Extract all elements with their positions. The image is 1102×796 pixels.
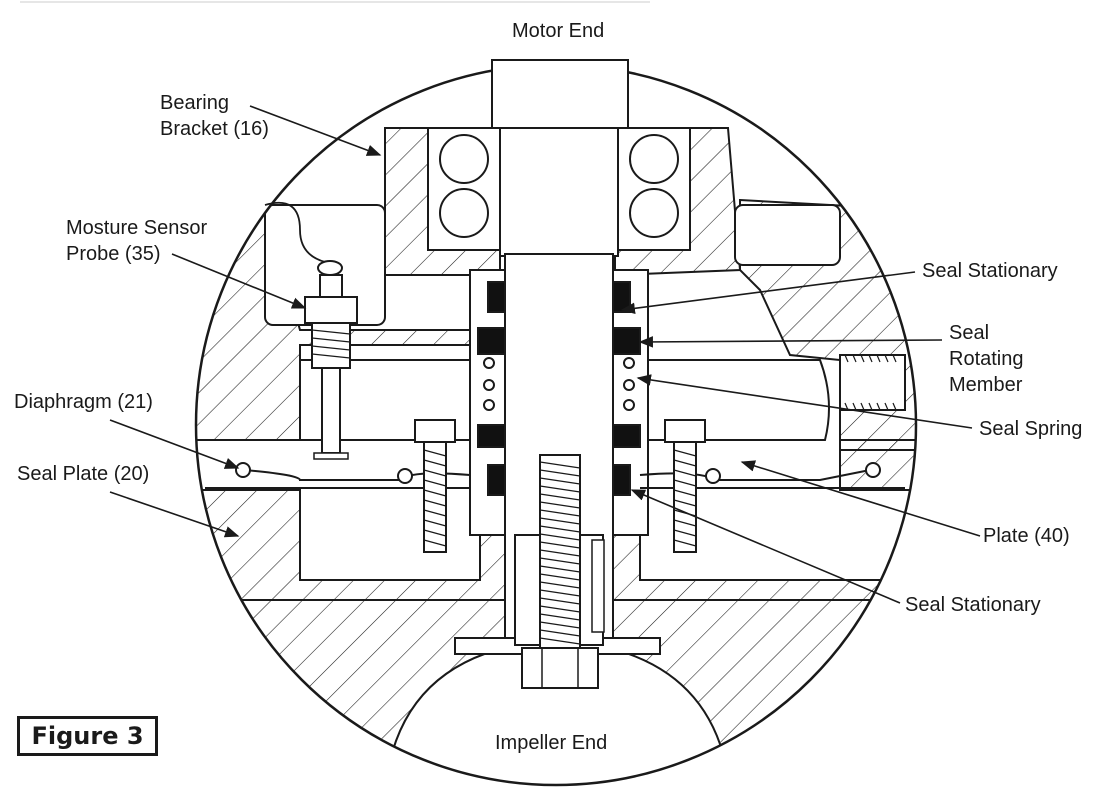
bolt-right: [664, 419, 706, 553]
label-impeller-end: Impeller End: [495, 732, 608, 754]
label-motor-end: Motor End: [512, 20, 605, 42]
impeller-screw: [521, 454, 599, 689]
pocket-right: [734, 204, 841, 266]
bearing-right: [617, 127, 691, 251]
label-seal-rotating-member: Seal Rotating Member: [949, 322, 1024, 396]
bearing-left: [427, 127, 501, 251]
leader-diaphragm: [109, 419, 240, 469]
leader-plate: [740, 460, 981, 537]
label-seal-stationary-bottom: Seal Stationary: [905, 594, 1041, 616]
shaft-upper: [499, 127, 619, 257]
label-seal-stationary-top: Seal Stationary: [922, 260, 1058, 282]
pipe-fitting: [839, 354, 906, 411]
label-diaphragm: Diaphragm (21): [14, 391, 153, 413]
label-plate: Plate (40): [983, 525, 1070, 547]
figure-label: Figure 3: [31, 722, 144, 750]
key: [591, 539, 605, 633]
leader-seal-rotating: [638, 336, 943, 348]
leader-moisture-sensor: [171, 253, 307, 309]
bolt-left: [414, 419, 456, 553]
motor-shaft-top: [491, 59, 629, 133]
figure-label-box: Figure 3: [17, 716, 158, 756]
leader-lines: [109, 105, 981, 604]
label-bearing-bracket: Bearing Bracket (16): [160, 92, 269, 140]
leader-bearing-bracket: [249, 105, 382, 156]
oring-mid-left: [397, 468, 413, 484]
seal-housing-left: [469, 269, 506, 536]
seal-housing-right: [612, 269, 649, 536]
leader-seal-stationary-bottom: [630, 489, 901, 604]
oring-left: [235, 462, 251, 478]
leader-seal-plate: [109, 491, 240, 538]
label-seal-spring: Seal Spring: [979, 418, 1083, 440]
oring-right: [865, 462, 881, 478]
moisture-sensor-probe: [264, 201, 358, 460]
oring-mid-right: [705, 468, 721, 484]
leader-seal-spring: [636, 374, 973, 429]
leader-seal-stationary-top: [620, 271, 916, 315]
label-moisture-sensor-probe: Mosture Sensor Probe (35): [66, 217, 208, 265]
label-seal-plate: Seal Plate (20): [17, 463, 150, 485]
